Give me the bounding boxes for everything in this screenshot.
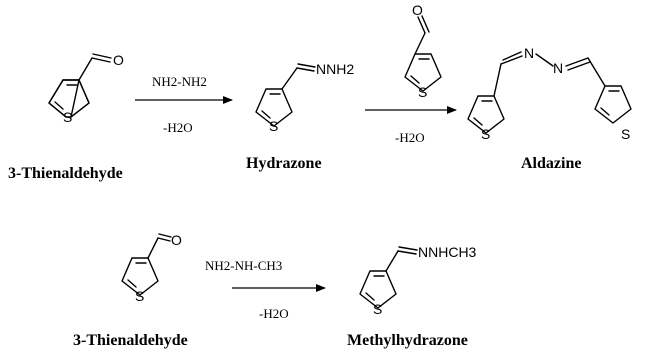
oxygen-label: O <box>113 52 124 68</box>
sulfur-label: S <box>418 84 427 100</box>
second-thienaldehyde-structure: O S <box>404 2 442 100</box>
nitrogen-label-2: N <box>553 60 563 76</box>
thienaldehyde-structure: O S <box>48 52 124 125</box>
hydrazone-structure: NNH2 S <box>255 61 354 134</box>
thienaldehyde-structure-2: O S <box>121 232 182 304</box>
intermediate-name: Hydrazone <box>246 155 322 172</box>
sulfur-label-1: S <box>481 126 490 142</box>
sulfur-label: S <box>373 301 382 317</box>
sulfur-label: S <box>63 109 72 125</box>
methylhydrazone-structure: NNHCH3 S <box>359 244 477 317</box>
condition-water-loss-2: -H2O <box>395 130 425 145</box>
reagent-methylhydrazine: NH2-NH-CH3 <box>205 258 282 273</box>
condition-water-loss-1: -H2O <box>163 120 193 135</box>
sulfur-label: S <box>135 288 144 304</box>
methylhydrazone-group-label: NNHCH3 <box>418 244 477 260</box>
reactant-name-1: 3-Thienaldehyde <box>8 165 123 182</box>
hydrazone-group-label: NNH2 <box>316 61 354 77</box>
reagent-hydrazine: NH2-NH2 <box>152 74 207 89</box>
sulfur-label-2: S <box>621 126 630 142</box>
product-name-1: Aldazine <box>521 155 581 172</box>
product-name-2: Methylhydrazone <box>347 332 468 349</box>
reactant-name-2: 3-Thienaldehyde <box>73 332 188 349</box>
aldazine-structure: N N S S <box>467 45 632 142</box>
oxygen-label: O <box>412 2 423 18</box>
oxygen-label: O <box>171 232 182 248</box>
nitrogen-label-1: N <box>524 45 534 61</box>
condition-water-loss-3: -H2O <box>259 306 289 321</box>
sulfur-label: S <box>269 118 278 134</box>
